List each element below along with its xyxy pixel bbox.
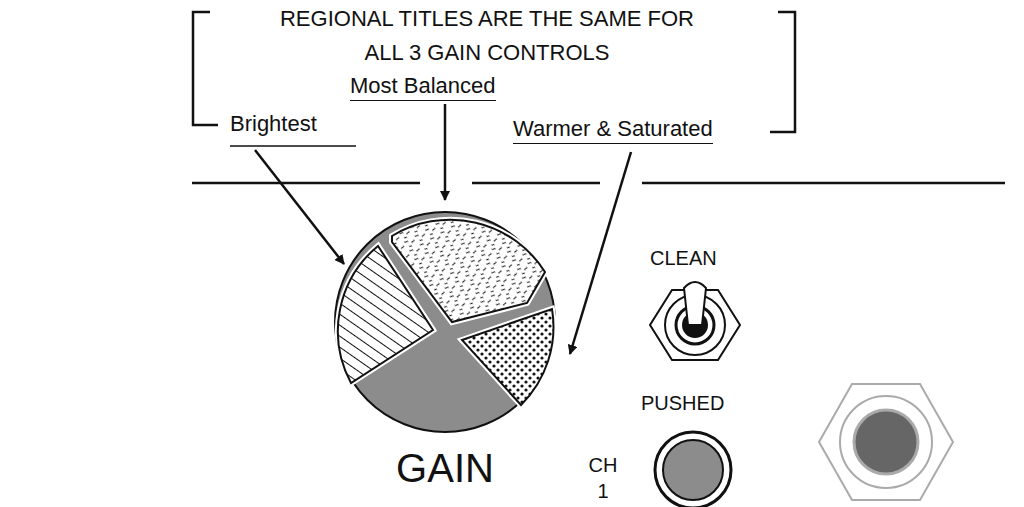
underline bbox=[230, 145, 356, 147]
switch-label: PUSHED bbox=[641, 391, 724, 415]
control-label: GAIN bbox=[365, 444, 525, 492]
input-jack bbox=[819, 384, 953, 500]
toggle-switch bbox=[650, 282, 740, 360]
region-title: Most Balanced bbox=[350, 73, 496, 101]
region-title: Brightest bbox=[230, 111, 317, 137]
note: REGIONAL TITLES ARE THE SAME FOR ALL 3 G… bbox=[267, 2, 707, 70]
region-title: Warmer & Saturated bbox=[513, 116, 713, 144]
switch-label: CLEAN bbox=[650, 246, 717, 270]
gain-knob bbox=[335, 212, 555, 432]
channel-button bbox=[655, 432, 731, 507]
panel-line bbox=[192, 182, 1005, 185]
channel-label: CH 1 bbox=[586, 452, 620, 504]
